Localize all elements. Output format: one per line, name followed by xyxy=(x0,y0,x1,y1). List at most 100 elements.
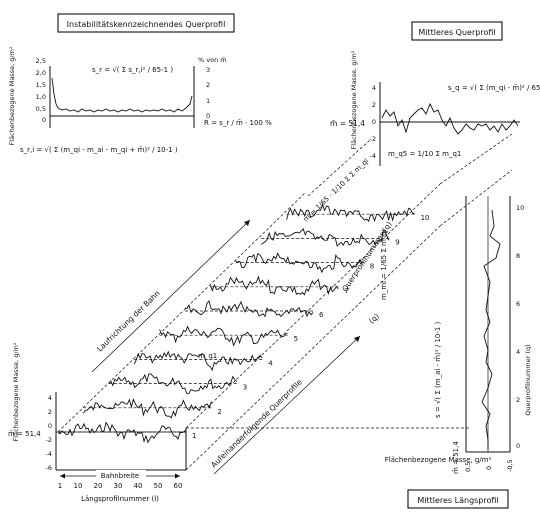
formula-sr: s_r = √( Σ s_r,i² / 65-1 ) xyxy=(92,66,173,74)
qtick: 2 xyxy=(516,396,520,404)
row-number: 4 xyxy=(268,359,273,367)
main-ylabel: Flächenbezogene Masse, g/m² xyxy=(12,342,20,441)
left-yticks: 2,5 2,0 1,5 1,0 0,5 0 xyxy=(36,57,46,124)
xtick: 20 xyxy=(94,482,103,490)
qtick: 4 xyxy=(516,348,520,356)
cross-yticks: 4 2 0 -2 -4 xyxy=(370,84,376,160)
ytick: -4 xyxy=(370,152,376,160)
mean-cross-panel: Mittleres Querprofil 4 2 0 -2 -4 Flächen… xyxy=(330,21,540,166)
main-mean-value: m̄ = 51,4 xyxy=(8,430,41,438)
following-arrowhead xyxy=(354,336,360,342)
direction-label: Laufrichtung der Bahn xyxy=(95,289,162,354)
left-ylabel: Flächenbezogene Masse, g/m² xyxy=(8,46,16,145)
projection-line-1 xyxy=(307,139,371,197)
projection-line-3 xyxy=(439,169,513,227)
ytick: 4 xyxy=(372,84,376,92)
cross-ylabel: Flächenbezogene Masse, g/m² xyxy=(350,50,358,149)
qtick: 10 xyxy=(516,204,524,212)
row-number: 10 xyxy=(421,214,430,222)
xtick: 60 xyxy=(174,482,183,490)
cross-profile-9 xyxy=(260,228,390,247)
ytick: 0 xyxy=(48,422,52,430)
web-width-label: Bahnbreite xyxy=(101,472,139,480)
direction-arrowhead xyxy=(244,220,250,226)
instability-title-box xyxy=(57,13,235,33)
row-number: 3 xyxy=(243,384,247,392)
xtick: 0,5 xyxy=(464,462,472,472)
main-xticks: 1 10 20 30 40 50 60 xyxy=(58,482,183,490)
following-arrow xyxy=(213,335,361,475)
ytick: -4 xyxy=(46,450,52,458)
web-width-label-bg xyxy=(96,470,146,480)
stack-edge-bottom xyxy=(185,225,441,471)
long-xlabel: Flächenbezogene Masse, g/m² xyxy=(385,456,492,464)
xtick: 40 xyxy=(134,482,143,490)
direction-arrow xyxy=(91,219,251,373)
rtick: 3 xyxy=(206,66,210,74)
xtick: 0 xyxy=(485,466,493,470)
cross-profile-10 xyxy=(286,203,415,223)
ytick: 2,5 xyxy=(36,57,46,65)
xtick: 1 xyxy=(58,482,62,490)
ytick: 2 xyxy=(372,101,376,109)
mean-long-title: Mittleres Längsprofil xyxy=(417,496,498,505)
main-xlabel: Längsprofilnummer (l) xyxy=(81,495,159,503)
ytick: 2 xyxy=(48,408,52,416)
mean-long-curve xyxy=(481,209,501,450)
mean-long-title-box xyxy=(407,489,509,509)
main-mean-formula: m̄ = 1/65 · 1/10 Σ Σ m_qi xyxy=(302,157,371,224)
cross-profile-3 xyxy=(108,373,238,395)
qtick: 0 xyxy=(516,442,520,450)
row-number: 8 xyxy=(370,263,374,271)
xtick: 30 xyxy=(114,482,123,490)
row-number: 1 xyxy=(192,432,196,440)
formula-R: R = s_r / m̄ · 100 % xyxy=(204,119,272,127)
stacked-profiles xyxy=(57,203,415,444)
formula-mq5: m_q5 = 1/10 Σ m_q1 xyxy=(388,150,461,158)
row-number: 6 xyxy=(319,311,324,319)
xtick: 10 xyxy=(74,482,83,490)
xtick: 50 xyxy=(154,482,163,490)
formula-sq: s_q = √( Σ (m_qi - m̄)² / 65-1 ) xyxy=(448,84,540,92)
mean-cross-title: Mittleres Querprofil xyxy=(418,28,495,37)
stack-edge-left xyxy=(57,191,307,433)
ytick: 2,0 xyxy=(36,69,46,77)
projection-line-2 xyxy=(439,133,513,185)
long-qlabel: Querprofilnummer (q) xyxy=(524,344,532,415)
cross-profile-4 xyxy=(133,350,263,372)
ytick: 0 xyxy=(42,116,46,124)
rtick: 2 xyxy=(206,81,210,89)
cross-profile-5 xyxy=(159,325,288,347)
stack-edge-right xyxy=(185,183,441,429)
right-yticks: 3 2 1 0 xyxy=(206,66,210,120)
ytick: -2 xyxy=(46,436,52,444)
cross-profile-6 xyxy=(184,300,314,318)
rtick: 0 xyxy=(206,112,210,120)
ytick: 0,5 xyxy=(36,105,46,113)
ytick: 4 xyxy=(48,394,52,402)
ytick: -2 xyxy=(370,135,376,143)
row-number: 2 xyxy=(217,408,221,416)
instability-curve xyxy=(51,77,193,113)
ytick: -6 xyxy=(46,464,52,472)
xtick: -0,5 xyxy=(506,459,514,472)
following-label: Aufeinanderfolgende Querprofile xyxy=(209,377,304,469)
long-qticks: 10 8 6 4 2 0 xyxy=(516,204,524,450)
mean-cross-title-box xyxy=(411,21,503,41)
long-mean-label: m̄ = 51,4 xyxy=(452,441,460,474)
row-number: 9 xyxy=(395,238,399,246)
ytick: 1,0 xyxy=(36,93,46,101)
cross-profile-2 xyxy=(83,398,212,419)
rtick: 1 xyxy=(206,97,210,105)
main-yticks: 4 2 0 -2 -4 -6 xyxy=(46,394,52,472)
q-paren-label: (q) xyxy=(367,312,381,326)
mean-cross-curve xyxy=(381,102,519,135)
cross-profile-7 xyxy=(209,275,339,296)
mean-long-panel: 10 8 6 4 2 0 Querprofilnummer (q) 0,5 0 … xyxy=(385,196,532,509)
cross-mean-label: m̄ = 51,4 xyxy=(330,119,365,128)
long-xticks: 0,5 0 -0,5 xyxy=(464,459,514,472)
instability-panel: Instabilitätskennzeichnendes Querprofil … xyxy=(8,13,272,154)
row-number: 5 xyxy=(294,335,298,343)
